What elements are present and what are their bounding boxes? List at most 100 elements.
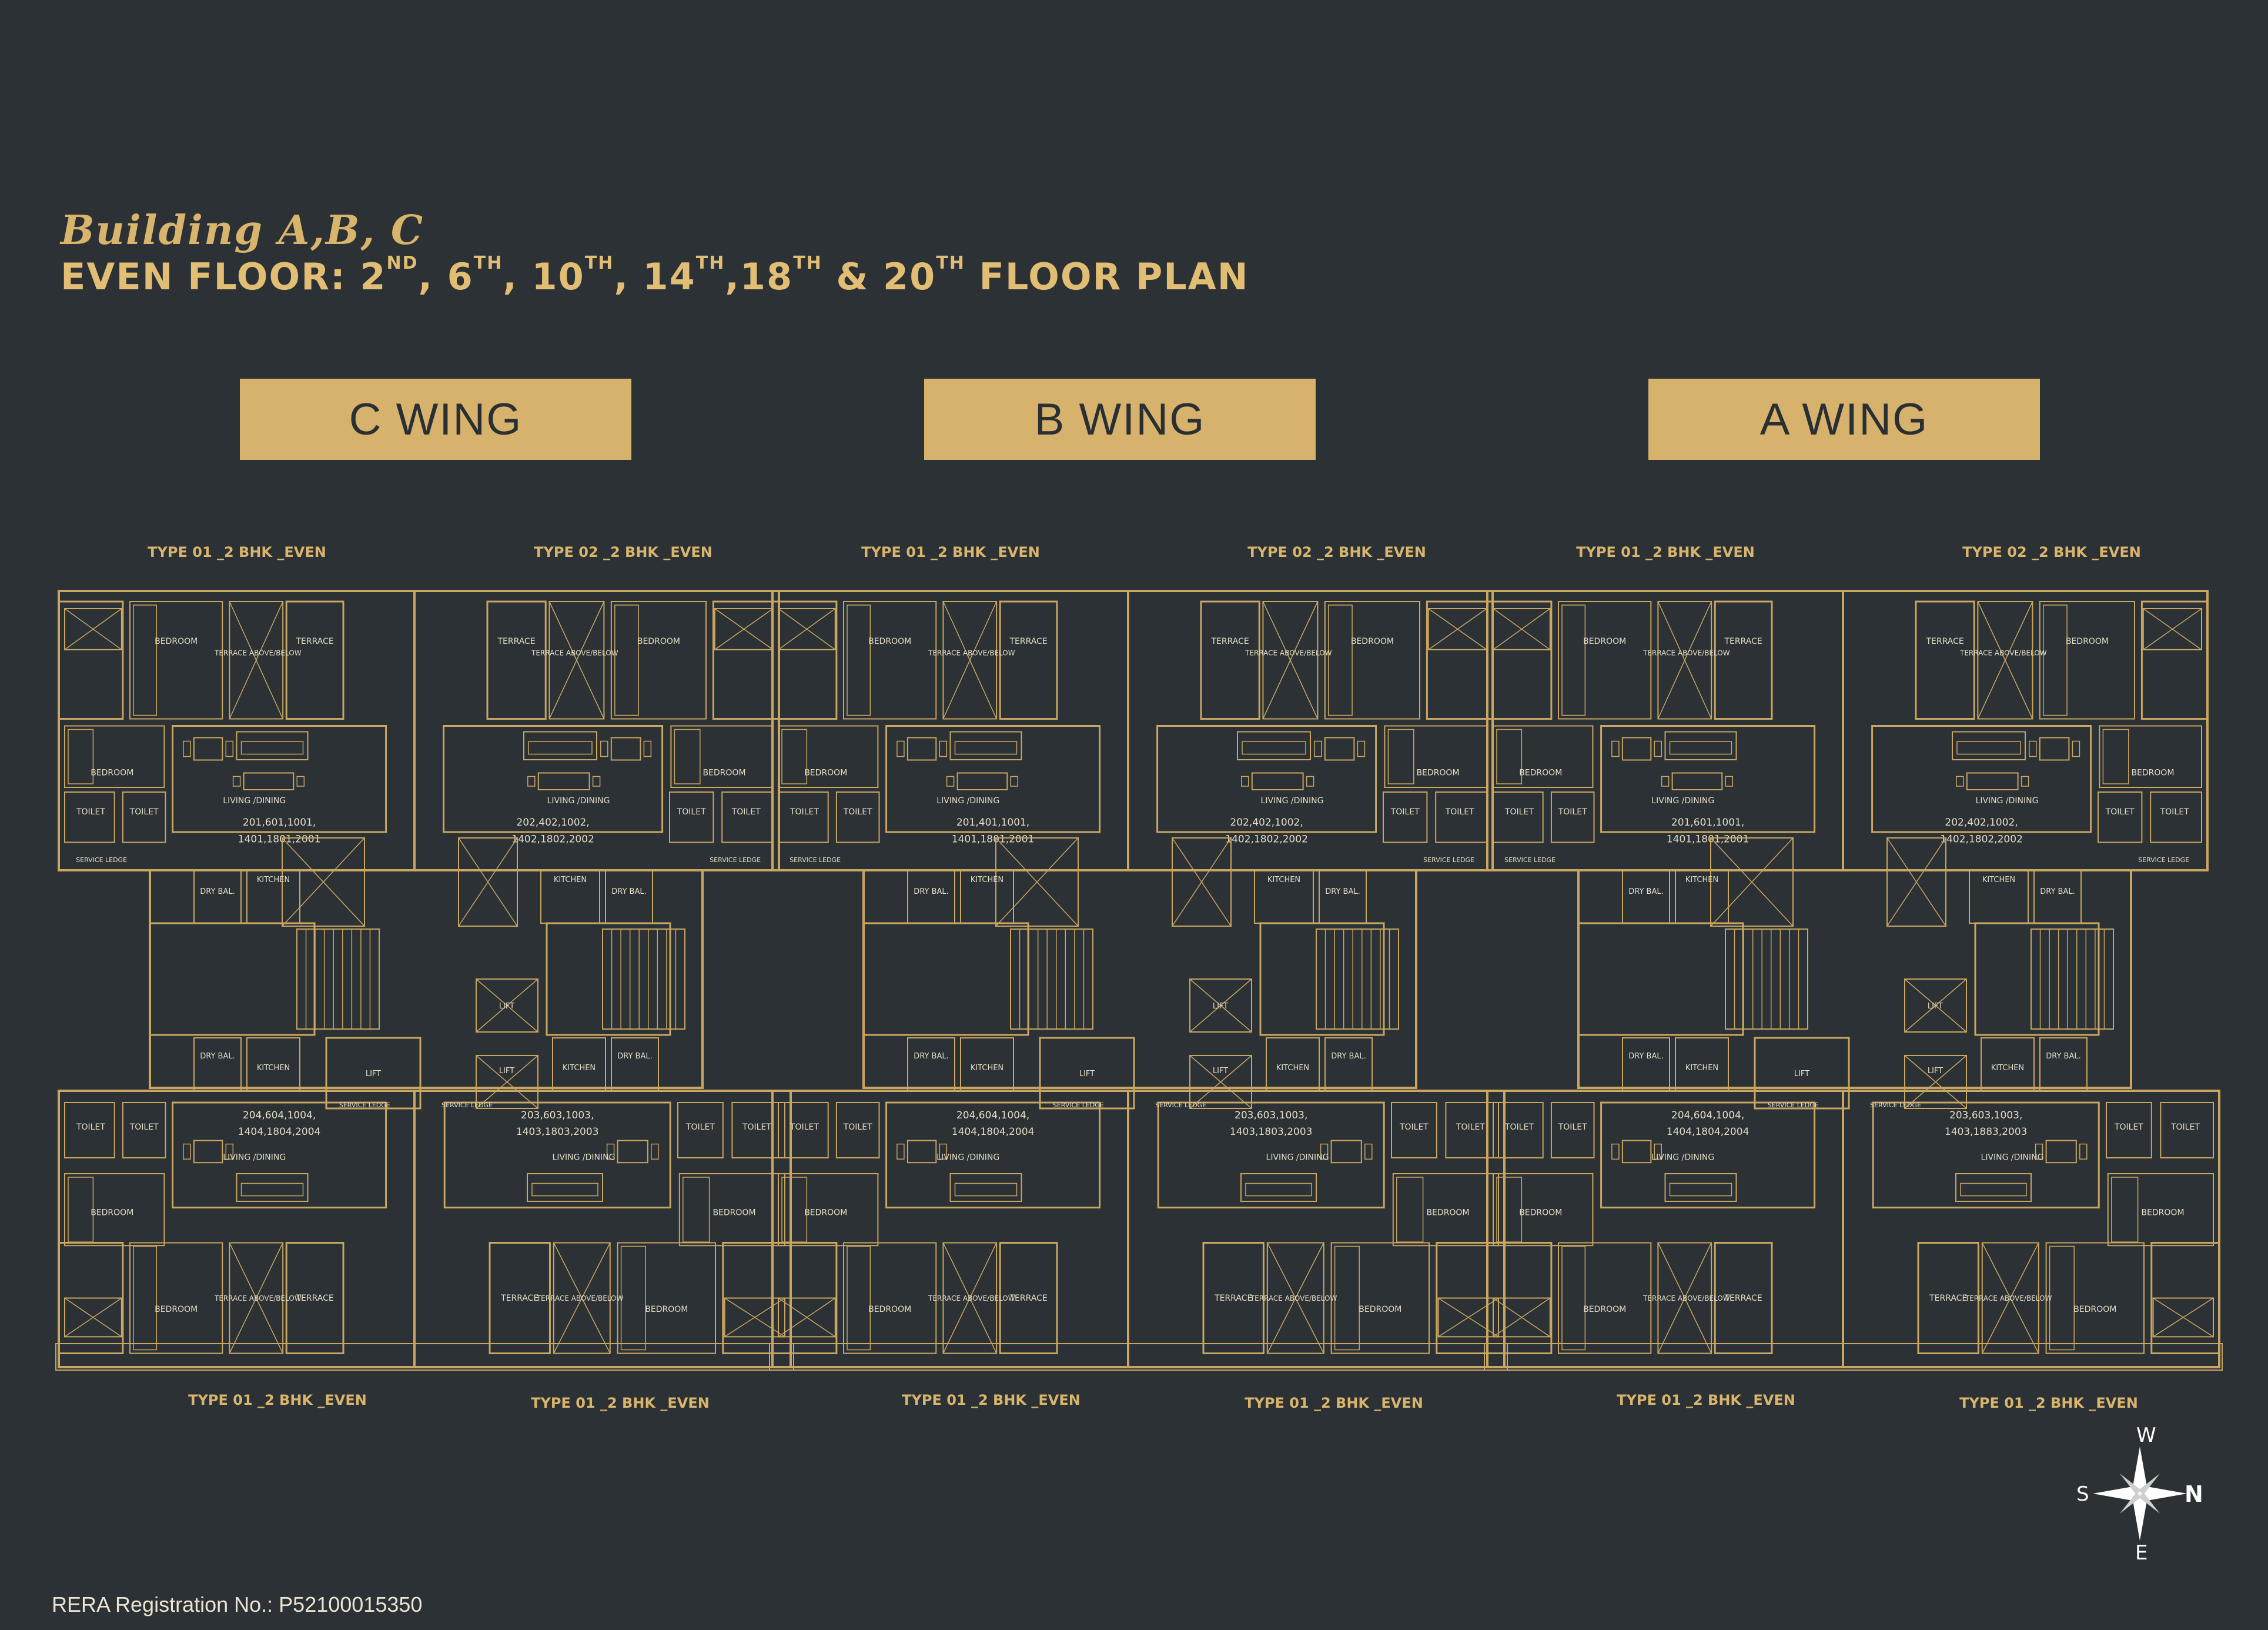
room-label-ledge: SERVICE LEDGE (790, 856, 841, 864)
unit-number-line: 1403,1883,2003 (1945, 1126, 2028, 1138)
room-label-terrace-above: TERRACE ABOVE/BELOW (1959, 649, 2047, 657)
room-label-lift: LIFT (1928, 1067, 1943, 1075)
room-label-lift: LIFT (366, 1070, 381, 1078)
room-label-terrace: TERRACE (1009, 637, 1047, 646)
room-label-bedroom: BEDROOM (1519, 1208, 1562, 1218)
room-label-dry-bal: DRY BAL. (1331, 1052, 1366, 1061)
unit-number-line: 203,603,1003, (521, 1110, 594, 1121)
room-label-living: LIVING /DINING (1651, 796, 1714, 806)
room-label-dry-bal: DRY BAL. (2040, 887, 2075, 896)
room-label-toilet: TOILET (2105, 807, 2135, 817)
room-label-ledge: SERVICE LEDGE (1870, 1101, 1921, 1109)
room-label-toilet: TOILET (1558, 1123, 1587, 1132)
unit-number-line: 1402,1802,2002 (511, 834, 594, 846)
type-label-top-right: TYPE 02 _2 BHK _EVEN (1247, 544, 1426, 560)
room-label-bedroom: BEDROOM (703, 769, 745, 778)
room-label-dry-bal: DRY BAL. (200, 887, 235, 896)
unit-number-line: 203,603,1003, (1949, 1110, 2022, 1121)
room-label-living: LIVING /DINING (553, 1153, 615, 1163)
room-label-terrace-above: TERRACE ABOVE/BELOW (214, 1294, 302, 1302)
unit-number-line: 203,603,1003, (1235, 1110, 1307, 1121)
room-label-kitchen: KITCHEN (1991, 1064, 2024, 1073)
unit-number-line: 204,604,1004, (1671, 1110, 1744, 1121)
room-label-toilet: TOILET (1399, 1123, 1429, 1132)
room-label-living: LIVING /DINING (1651, 1153, 1714, 1163)
room-label-living: LIVING /DINING (1266, 1153, 1329, 1163)
unit-number-line: 201,601,1001, (243, 817, 316, 829)
room-label-toilet: TOILET (790, 1123, 819, 1132)
room-label-kitchen: KITCHEN (554, 876, 587, 884)
room-label-bedroom: BEDROOM (712, 1208, 755, 1218)
room-label-toilet: TOILET (1504, 1123, 1534, 1132)
room-label-terrace: TERRACE (1724, 1294, 1762, 1303)
room-label-terrace-above: TERRACE ABOVE/BELOW (928, 1294, 1015, 1302)
room-label-bedroom: BEDROOM (1519, 769, 1562, 778)
type-label-bottom-left: TYPE 01 _2 BHK _EVEN (902, 1392, 1081, 1408)
unit-number-line: 1401,1801,2001 (238, 834, 321, 846)
room-label-terrace: TERRACE (497, 637, 535, 646)
room-label-dry-bal: DRY BAL. (611, 887, 646, 896)
room-label-toilet: TOILET (1456, 1123, 1485, 1132)
room-label-lift: LIFT (499, 1067, 514, 1075)
room-label-terrace-above: TERRACE ABOVE/BELOW (1643, 649, 1730, 657)
room-label-bedroom: BEDROOM (645, 1305, 688, 1314)
room-label-toilet: TOILET (731, 807, 761, 817)
floor-plan-title: EVEN FLOOR: 2ND, 6TH, 10TH, 14TH,18TH & … (61, 253, 1249, 298)
room-label-bedroom: BEDROOM (637, 637, 680, 646)
wing-plan-0: TYPE 01 _2 BHK _EVEN TYPE 02 _2 BHK _EVEN… (55, 544, 794, 1411)
compass-rose-icon: W S N E (2076, 1424, 2203, 1564)
room-label-kitchen: KITCHEN (257, 1064, 290, 1073)
room-label-terrace-above: TERRACE ABOVE/BELOW (928, 649, 1015, 657)
room-label-bedroom: BEDROOM (1359, 1305, 1401, 1314)
room-label-bedroom: BEDROOM (2141, 1208, 2184, 1218)
unit-number-line: 1404,1804,2004 (1667, 1126, 1749, 1138)
room-label-toilet: TOILET (843, 807, 872, 817)
room-label-lift: LIFT (1213, 1067, 1228, 1075)
room-label-dry-bal: DRY BAL. (914, 887, 948, 896)
type-label-bottom-left: TYPE 01 _2 BHK _EVEN (1617, 1392, 1795, 1408)
room-label-terrace: TERRACE (1214, 1294, 1252, 1303)
room-label-kitchen: KITCHEN (971, 876, 1003, 884)
building-subtitle: Building A,B, C (61, 207, 424, 254)
unit-number-line: 1403,1803,2003 (1230, 1126, 1313, 1138)
room-label-toilet: TOILET (790, 807, 819, 817)
room-label-kitchen: KITCHEN (257, 876, 290, 884)
room-label-terrace: TERRACE (295, 637, 333, 646)
compass-south: S (2076, 1482, 2089, 1506)
room-label-kitchen: KITCHEN (1685, 876, 1718, 884)
room-label-bedroom: BEDROOM (155, 637, 198, 646)
room-label-bedroom: BEDROOM (155, 1305, 198, 1314)
room-label-lift: LIFT (1794, 1070, 1809, 1078)
type-label-top-right: TYPE 02 _2 BHK _EVEN (534, 544, 712, 560)
room-label-bedroom: BEDROOM (868, 1305, 911, 1314)
room-label-toilet: TOILET (677, 807, 706, 817)
room-label-ledge: SERVICE LEDGE (1423, 856, 1474, 864)
room-label-toilet: TOILET (2170, 1123, 2200, 1132)
unit-number-line: 201,601,1001, (1671, 817, 1744, 829)
room-label-living: LIVING /DINING (1261, 796, 1324, 806)
room-label-living: LIVING /DINING (936, 796, 999, 806)
room-label-living: LIVING /DINING (936, 1153, 999, 1163)
room-label-kitchen: KITCHEN (1276, 1064, 1309, 1073)
room-label-bedroom: BEDROOM (804, 1208, 847, 1218)
room-label-dry-bal: DRY BAL. (1325, 887, 1360, 896)
wing-banner-a: A WING (1648, 379, 2040, 460)
type-label-bottom-right: TYPE 01 _2 BHK _EVEN (1959, 1395, 2138, 1411)
room-label-terrace-above: TERRACE ABOVE/BELOW (1965, 1294, 2052, 1302)
room-label-terrace-above: TERRACE ABOVE/BELOW (1245, 649, 1332, 657)
unit-number-line: 1402,1802,2002 (1225, 834, 1308, 846)
room-label-lift: LIFT (1079, 1070, 1095, 1078)
unit-number-line: 204,604,1004, (243, 1110, 316, 1121)
room-label-lift: LIFT (1928, 1002, 1943, 1011)
room-label-dry-bal: DRY BAL. (914, 1052, 948, 1061)
type-label-bottom-left: TYPE 01 _2 BHK _EVEN (188, 1392, 367, 1408)
room-label-toilet: TOILET (2160, 807, 2189, 817)
room-label-dry-bal: DRY BAL. (1628, 1052, 1663, 1061)
type-label-top-left: TYPE 01 _2 BHK _EVEN (148, 544, 326, 560)
room-label-ledge: SERVICE LEDGE (1768, 1101, 1819, 1109)
type-label-bottom-right: TYPE 01 _2 BHK _EVEN (1245, 1395, 1423, 1411)
room-label-ledge: SERVICE LEDGE (2138, 856, 2189, 864)
room-label-toilet: TOILET (129, 1123, 159, 1132)
